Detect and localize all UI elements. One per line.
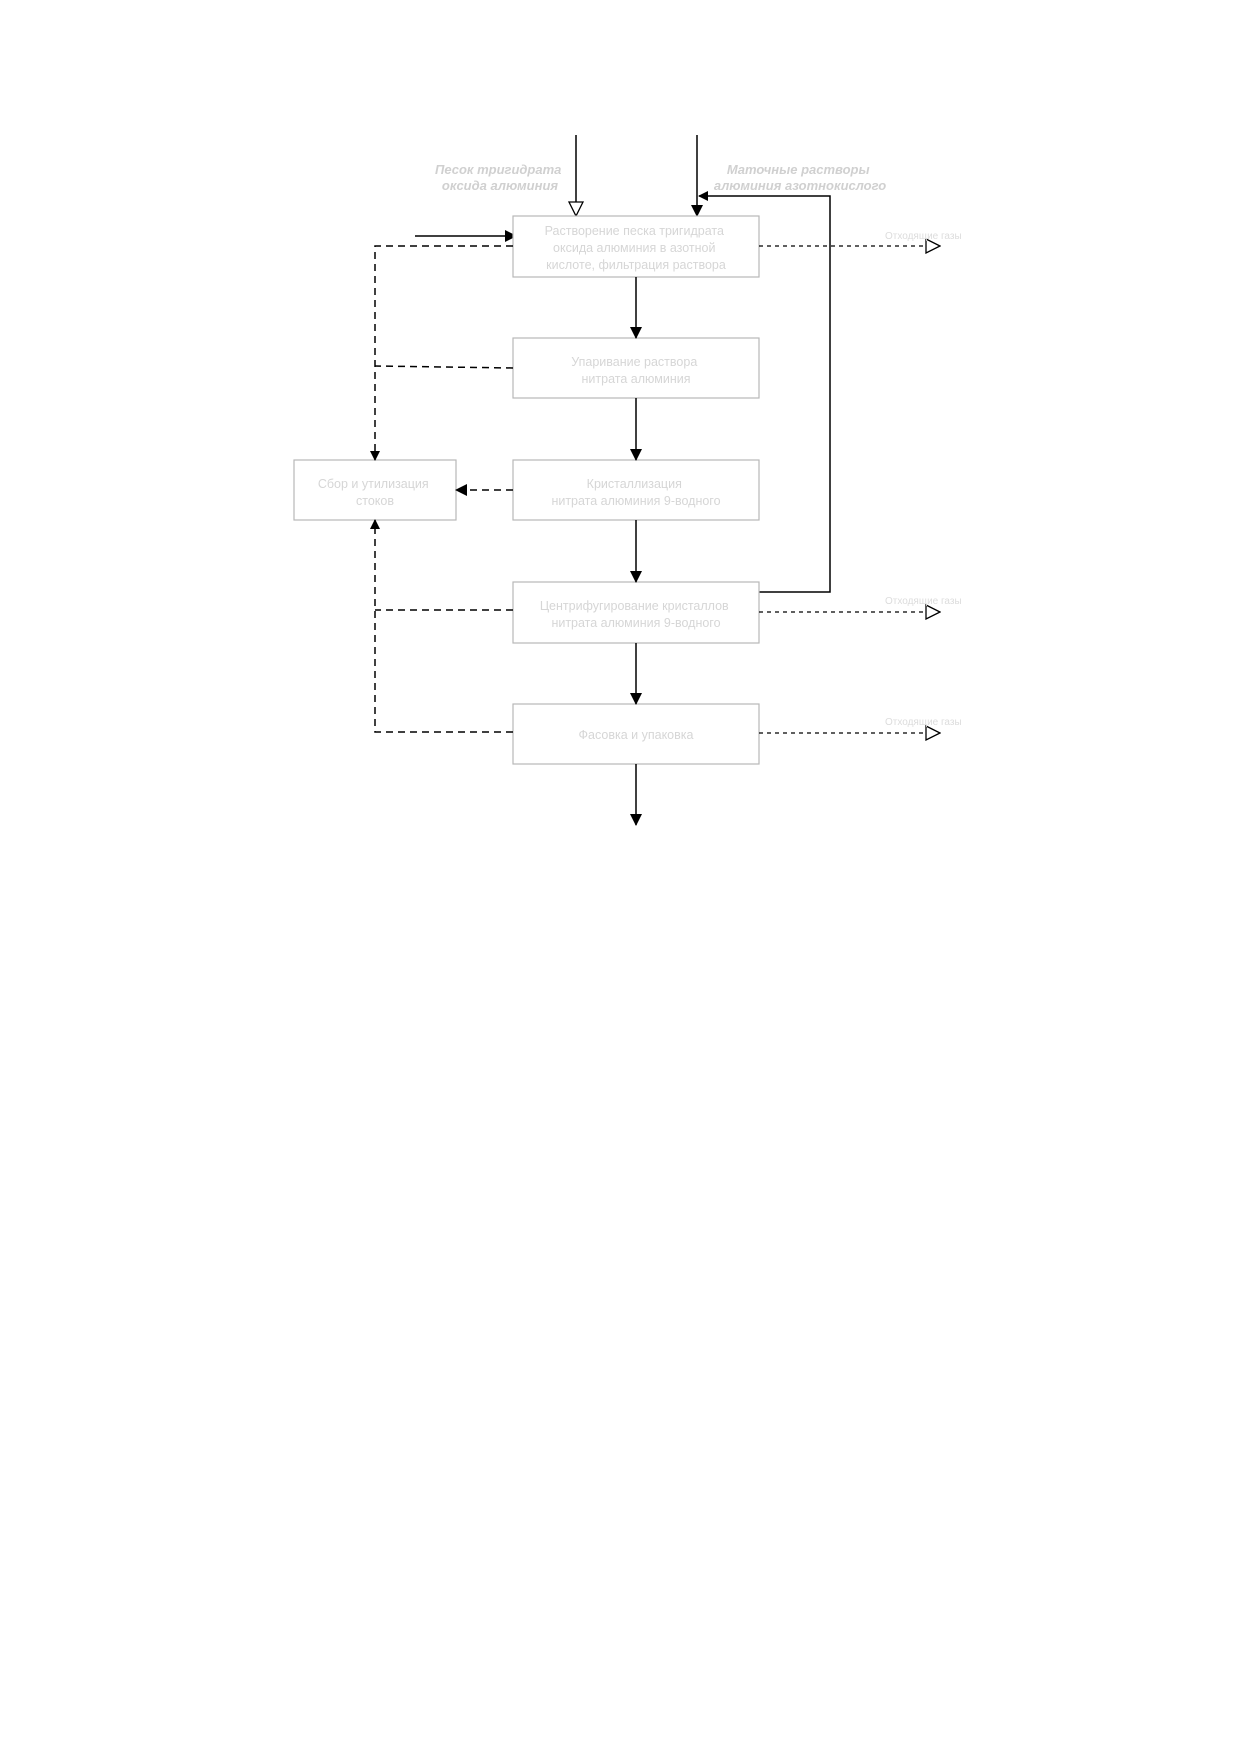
step-evaporation-line-1: Упаривание раствора: [571, 355, 697, 369]
step-centrifugation-text: Центрифугирование кристаллов нитрата алю…: [540, 599, 732, 630]
step-evaporation-line-2: нитрата алюминия: [582, 372, 691, 386]
waste-line-from-packing: [370, 519, 513, 733]
step-crystallization-box: [512, 459, 760, 521]
step-centrifugation-box: [512, 581, 760, 644]
step-centrifugation-line-1: Центрифугирование кристаллов: [540, 599, 729, 613]
input-label-sand: Песок тригидрата оксида алюминия: [435, 162, 565, 193]
recycle-mother-liquor-line: [698, 191, 831, 593]
offgas-label-2: Отходящие газы: [885, 596, 962, 607]
step-dissolution-line-3: кислоте, фильтрация раствора: [546, 258, 726, 272]
step-dissolution-text: Растворение песка тригидрата оксида алюм…: [545, 224, 728, 272]
waste-line-from-dissolution: [370, 245, 513, 461]
step-packing-text: Фасовка и упаковка: [579, 728, 694, 742]
step-dissolution-box: [512, 215, 760, 278]
input-label-sand-line-1: Песок тригидрата: [435, 162, 561, 177]
step-dissolution-line-2: оксида алюминия в азотной: [553, 241, 715, 255]
step-crystallization-line-1: Кристаллизация: [587, 477, 682, 491]
offgas-label-1: Отходящие газы: [885, 231, 962, 242]
waste-collection-line-1: Сбор и утилизация: [318, 477, 429, 491]
input-label-mother-liquor: Маточные растворы алюминия азотнокислого: [714, 162, 886, 193]
input-label-mother-line-2: алюминия азотнокислого: [714, 178, 886, 193]
input-label-mother-line-1: Маточные растворы: [727, 162, 870, 177]
step-evaporation-text: Упаривание раствора нитрата алюминия: [571, 355, 701, 386]
waste-collection-line-2: стоков: [356, 494, 394, 508]
step-dissolution-line-1: Растворение песка тригидрата: [545, 224, 724, 238]
waste-collection-box: [293, 459, 457, 521]
waste-line-from-evaporation: [374, 365, 514, 369]
step-packing-box: [512, 703, 760, 765]
step-crystallization-text: Кристаллизация нитрата алюминия 9-водног…: [551, 477, 720, 508]
step-centrifugation-line-2: нитрата алюминия 9-водного: [551, 616, 720, 630]
offgas-label-3: Отходящие газы: [885, 717, 962, 728]
waste-collection-text: Сбор и утилизация стоков: [318, 477, 432, 508]
step-crystallization-line-2: нитрата алюминия 9-водного: [551, 494, 720, 508]
input-label-sand-line-2: оксида алюминия: [442, 178, 558, 193]
step-packing-line-1: Фасовка и упаковка: [579, 728, 694, 742]
